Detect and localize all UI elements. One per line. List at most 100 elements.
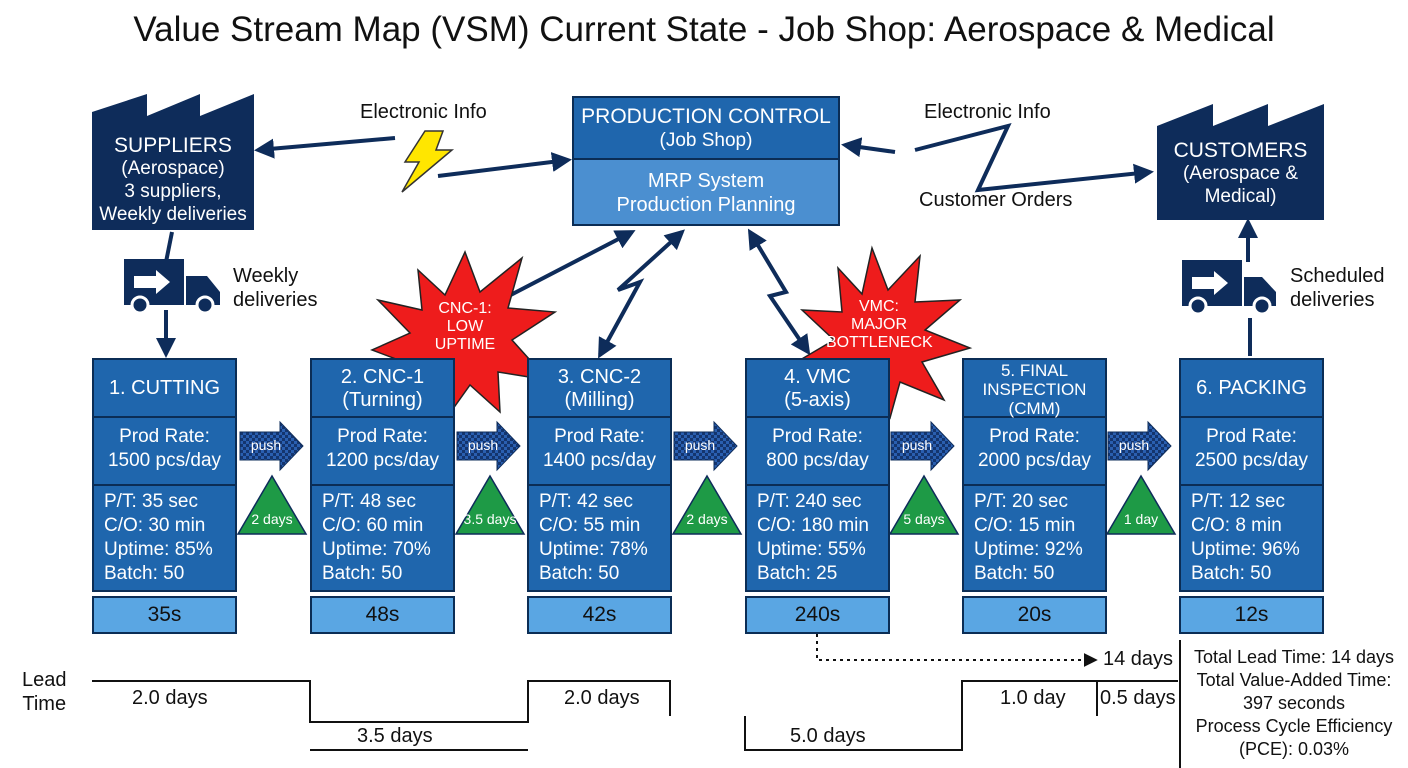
page-title: Value Stream Map (VSM) Current State - J…: [133, 10, 1275, 49]
cnc1-alert-text: CNC-1: LOW UPTIME: [415, 300, 515, 354]
process-title-box: 6. PACKING: [1179, 358, 1324, 418]
burst-line: LOW: [446, 318, 484, 335]
process-co: C/O: 15 min: [974, 515, 1076, 536]
inventory-label: 2 days: [251, 511, 293, 527]
process-rate-box: Prod Rate: 800 pcs/day: [745, 418, 890, 486]
process-cycle-time: 42s: [527, 596, 672, 634]
process-batch: Batch: 25: [757, 563, 838, 584]
timeline-upper-2: 2.0 days: [564, 687, 640, 709]
process-pt: P/T: 42 sec: [539, 491, 633, 512]
process-rate-box: Prod Rate: 1500 pcs/day: [92, 418, 237, 486]
production-planning-label: Production Planning: [616, 194, 796, 216]
lead-time-label-line: Lead: [22, 669, 67, 691]
push-label: push: [250, 437, 282, 453]
suppliers-line: Weekly deliveries: [99, 204, 247, 225]
process-pt: P/T: 48 sec: [322, 491, 416, 512]
process-uptime: Uptime: 92%: [974, 539, 1083, 560]
total-lead-time-days: 14 days: [1103, 648, 1174, 670]
burst-line: BOTTLENECK: [826, 334, 933, 351]
push-label: push: [901, 437, 933, 453]
process-name-line: 2. CNC-1: [340, 366, 425, 388]
timeline-upper-4: 0.5 days: [1100, 687, 1176, 709]
suppliers-line: (Aerospace): [121, 158, 225, 179]
summary-value-added-label: Total Value-Added Time:: [1196, 670, 1392, 690]
summary-pce-value: (PCE): 0.03%: [1238, 739, 1350, 759]
customer-truck-icon: [1182, 260, 1276, 316]
summary-total-lead-time: Total Lead Time: 14 days: [1193, 647, 1395, 667]
summary-value-added-value: 397 seconds: [1242, 693, 1346, 713]
process-rate-value: 800 pcs/day: [766, 450, 869, 471]
production-control-subtitle: (Job Shop): [659, 130, 753, 151]
process-rate-value: 1500 pcs/day: [107, 450, 222, 471]
process-pt: P/T: 240 sec: [757, 491, 862, 512]
process-cycle-time: 48s: [310, 596, 455, 634]
inventory-triangles: [236, 474, 1177, 535]
process-rate-value: 2500 pcs/day: [1194, 450, 1309, 471]
process-cycle-time: 240s: [745, 596, 890, 634]
mrp-system-label: MRP System: [647, 170, 765, 192]
push-label: push: [1118, 437, 1150, 453]
process-uptime: Uptime: 70%: [322, 539, 431, 560]
process-title-box: 1. CUTTING: [92, 358, 237, 418]
process-rate-label: Prod Rate:: [119, 426, 210, 447]
lightning-icon: [401, 130, 455, 193]
process-name-line: (Milling): [564, 389, 635, 411]
process-batch: Batch: 50: [539, 563, 620, 584]
process-cycle-time: 20s: [962, 596, 1107, 634]
process-cycle-time: 35s: [92, 596, 237, 634]
inventory-label: 3.5 days: [463, 511, 517, 527]
process-co: C/O: 180 min: [757, 515, 869, 536]
process-rate-label: Prod Rate:: [772, 426, 863, 447]
process-rate-box: Prod Rate:2500 pcs/day: [1179, 418, 1324, 486]
process-rate-box: Prod Rate:1400 pcs/day: [527, 418, 672, 486]
process-batch: Batch: 50: [104, 563, 185, 584]
process-co: C/O: 30 min: [104, 515, 206, 536]
customers-box: CUSTOMERS (Aerospace & Medical): [1157, 139, 1324, 208]
process-name-line: 4. VMC: [784, 366, 851, 388]
timeline-lower-1: 3.5 days: [357, 725, 433, 747]
push-label: push: [684, 437, 716, 453]
total-lead-pointer: [816, 634, 1098, 667]
burst-line: VMC:: [859, 298, 899, 315]
scheduled-deliveries-label: Scheduled deliveries: [1290, 264, 1385, 312]
process-name-line: (CMM): [1008, 399, 1061, 418]
suppliers-line: 3 suppliers,: [124, 181, 222, 202]
customers-line: Medical): [1204, 186, 1277, 207]
suppliers-title: SUPPLIERS: [114, 134, 232, 157]
process-co: C/O: 60 min: [322, 515, 424, 536]
burst-line: MAJOR: [851, 316, 907, 333]
process-title-box: 3. CNC-2(Milling): [527, 358, 672, 418]
lead-time-ladder: [92, 680, 1178, 751]
timeline-upper-1: 2.0 days: [132, 687, 208, 709]
process-name-line: (Turning): [342, 389, 423, 411]
customer-orders-label: Customer Orders: [919, 189, 1073, 211]
customers-title: CUSTOMERS: [1173, 139, 1308, 162]
process-name-line: INSPECTION: [982, 380, 1087, 399]
process-name-line: 3. CNC-2: [557, 366, 642, 388]
process-co: C/O: 8 min: [1191, 515, 1282, 536]
electronic-info-left-label: Electronic Info: [360, 101, 487, 123]
supplier-factory-icon: [92, 94, 254, 230]
process-rate-box: Prod Rate:1200 pcs/day: [310, 418, 455, 486]
production-control-title: PRODUCTION CONTROL: [581, 105, 831, 128]
timeline-upper-3: 1.0 day: [1000, 687, 1066, 709]
process-rate-label: Prod Rate:: [989, 426, 1080, 447]
lead-time-label-line: Time: [22, 693, 67, 715]
production-control-box: PRODUCTION CONTROL (Job Shop) MRP System…: [572, 96, 840, 226]
summary-panel: Total Lead Time: 14 days Total Value-Add…: [1184, 646, 1404, 761]
process-name-line: 6. PACKING: [1196, 377, 1307, 399]
push-arrows: [239, 420, 1172, 472]
customer-factory-icon: [1157, 104, 1324, 220]
burst-line: UPTIME: [434, 336, 496, 353]
push-label: push: [467, 437, 499, 453]
weekly-deliveries-label: Weekly deliveries: [233, 264, 317, 312]
summary-pce-label: Process Cycle Efficiency: [1195, 716, 1393, 736]
process-name-line: 1. CUTTING: [108, 377, 221, 399]
inventory-label: 2 days: [686, 511, 728, 527]
